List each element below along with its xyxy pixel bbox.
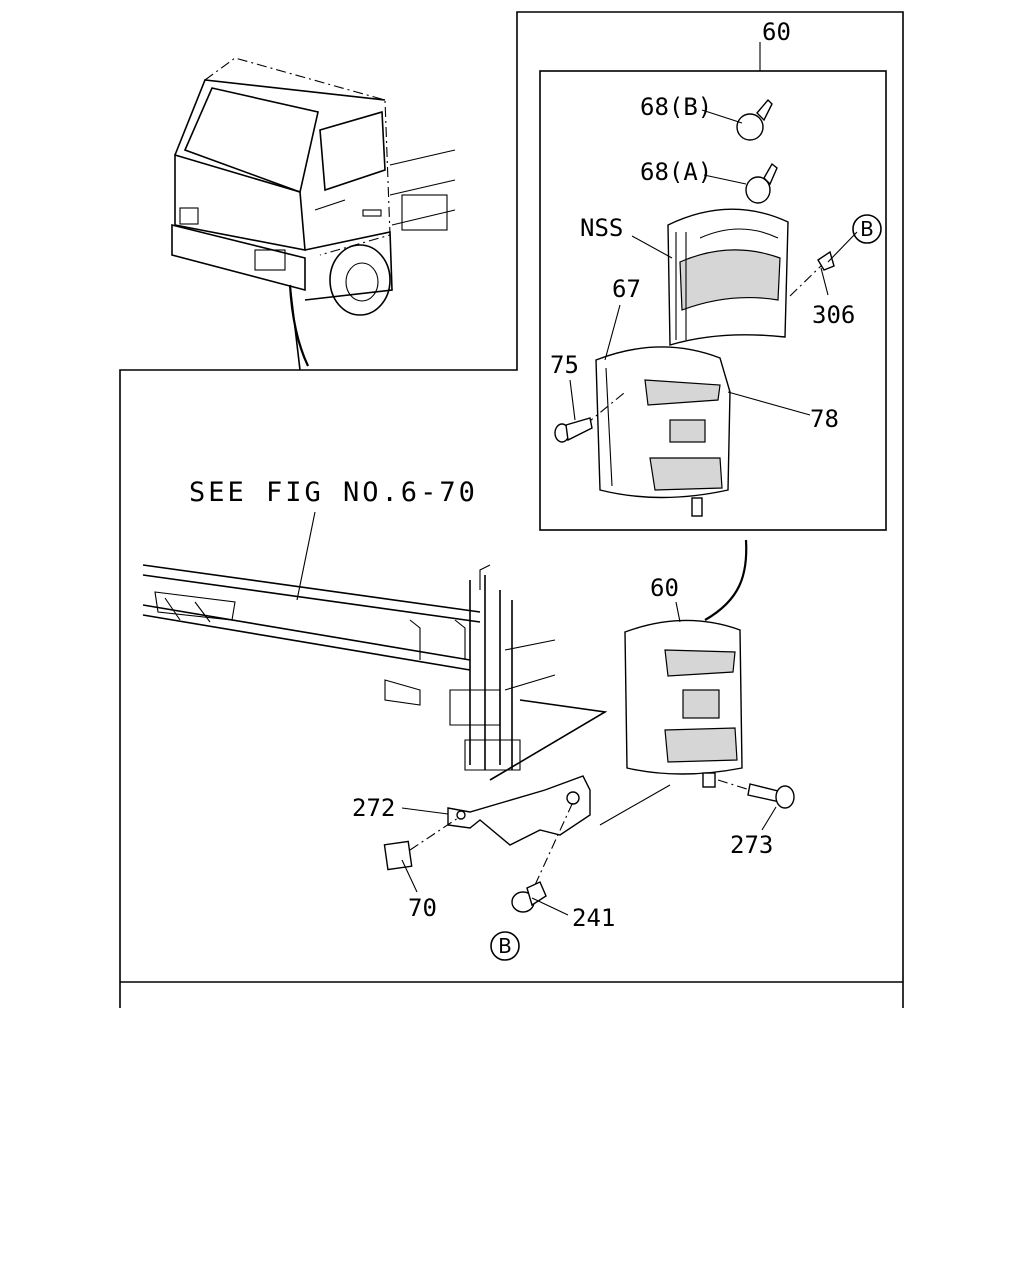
- lamp-housing: [667, 208, 789, 346]
- clip-70: [383, 817, 459, 871]
- grommet-241: [511, 801, 574, 913]
- leader-lines: [401, 42, 829, 916]
- bolt-273: [717, 779, 795, 809]
- screw-75: [554, 392, 625, 443]
- callout-78: 78: [810, 405, 839, 433]
- bulb-68a: [745, 162, 778, 204]
- callout-272: 272: [352, 794, 395, 822]
- callout-nss: NSS: [580, 214, 623, 242]
- lamp-assembly-lower: [624, 619, 743, 788]
- bolt-306: [789, 231, 858, 297]
- bracket-272: [447, 775, 671, 846]
- callout-75: 75: [550, 351, 579, 379]
- callout-68b: 68(B): [640, 93, 712, 121]
- connector-mark-lower: B: [490, 931, 520, 961]
- callout-60-lower: 60: [650, 574, 679, 602]
- connector-mark-lower-label: B: [498, 934, 512, 958]
- lamp-lens: [595, 346, 731, 517]
- connector-mark-upper: B: [852, 214, 882, 244]
- connector-mark-upper-label: B: [860, 217, 874, 241]
- callout-306: 306: [812, 301, 855, 329]
- truck-overview-illustration: [171, 57, 456, 371]
- callout-273: 273: [730, 831, 773, 859]
- callout-68a: 68(A): [640, 158, 712, 186]
- callout-241: 241: [572, 904, 615, 932]
- bulb-68b: [736, 98, 773, 141]
- chassis-frame: [142, 511, 608, 781]
- callout-70: 70: [408, 894, 437, 922]
- callout-67: 67: [612, 275, 641, 303]
- assembly-arrow: [704, 539, 748, 621]
- reference-note: SEE FIG NO.6-70: [189, 477, 478, 508]
- diagram-frame: [119, 11, 904, 1008]
- callout-60-top: 60: [762, 18, 791, 46]
